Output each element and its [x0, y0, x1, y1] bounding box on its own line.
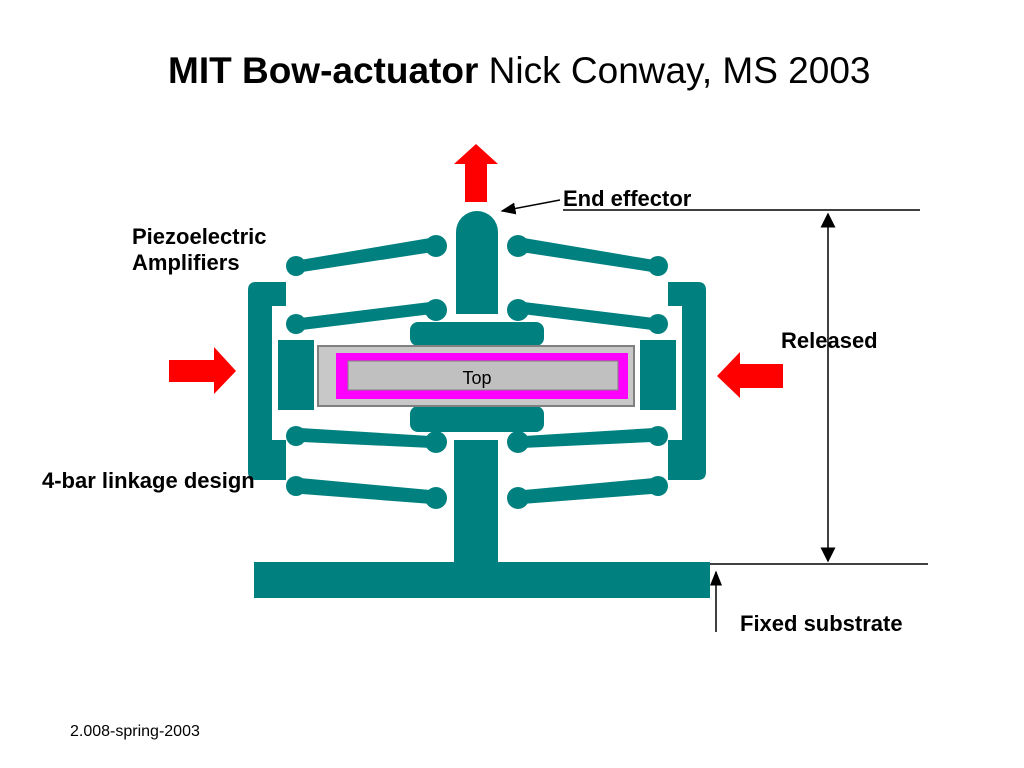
- arrow-right-icon: [169, 347, 236, 394]
- title-bold: MIT Bow-actuator: [168, 50, 479, 91]
- arrow-left-icon: [717, 352, 783, 398]
- lower-stem: [454, 440, 498, 564]
- end-effector-knob: [456, 211, 498, 253]
- left-frame: [248, 282, 286, 480]
- substrate-bar: [254, 562, 710, 598]
- piezo-core: [347, 360, 619, 391]
- right-frame: [668, 282, 706, 480]
- piezo-stack: Top: [317, 345, 635, 407]
- link-lower-right-outer: [522, 478, 654, 504]
- end-effector-pointer: [500, 199, 561, 215]
- upper-cross-plate: [410, 322, 544, 346]
- lower-cross-plate: [410, 406, 544, 432]
- label-piezoelectric-amplifiers: Piezoelectric Amplifiers: [132, 224, 267, 277]
- right-piezo-block: [640, 340, 676, 410]
- slide-footer: 2.008-spring-2003: [70, 723, 200, 740]
- link-upper-right-inner: [522, 302, 654, 330]
- left-piezo-block: [278, 340, 314, 410]
- link-upper-right-outer: [521, 238, 654, 272]
- label-released: Released: [781, 328, 878, 353]
- label-end-effector: End effector: [563, 186, 692, 211]
- label-4bar-linkage: 4-bar linkage design: [42, 468, 255, 493]
- piezo-core-label: Top: [462, 368, 491, 388]
- link-lower-left-outer: [300, 478, 432, 504]
- arrow-up-icon: [454, 144, 498, 202]
- link-lower-right-inner: [522, 428, 654, 448]
- label-piezo-line1: Piezoelectric: [132, 224, 267, 249]
- link-upper-left-outer: [300, 238, 433, 272]
- slide-title: MIT Bow-actuator Nick Conway, MS 2003: [168, 52, 870, 89]
- actuator-structure: [248, 211, 710, 598]
- link-lower-left-inner: [300, 428, 432, 448]
- link-upper-left-inner: [300, 302, 432, 330]
- title-subtitle: Nick Conway, MS 2003: [488, 50, 871, 91]
- label-piezo-line2: Amplifiers: [132, 250, 240, 276]
- label-fixed-substrate: Fixed substrate: [740, 611, 903, 636]
